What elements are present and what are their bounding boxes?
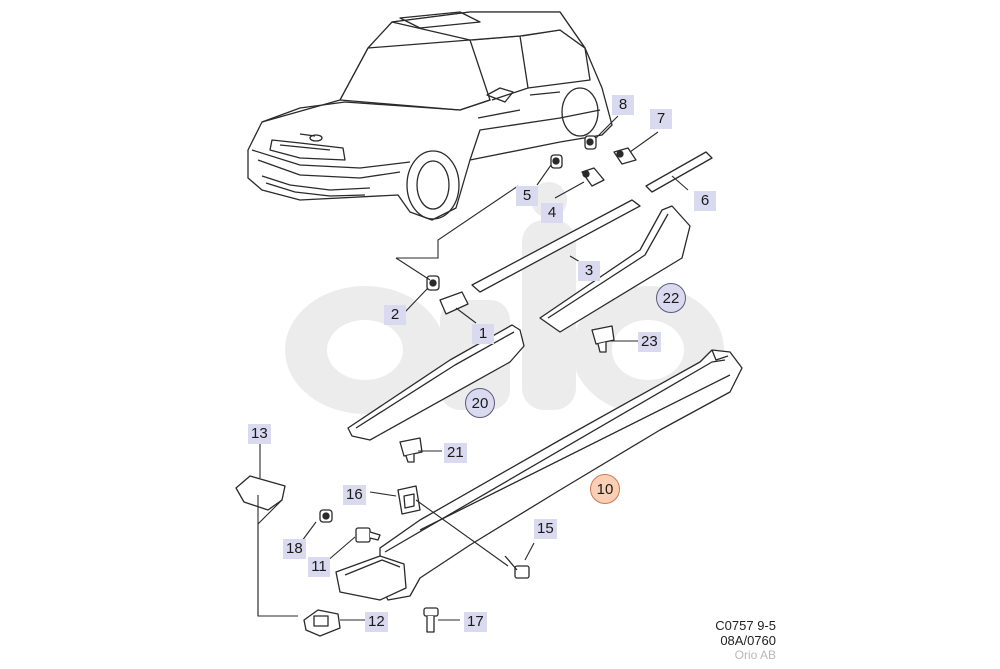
part-2-clip [426,275,440,291]
part-1-molding-end [439,291,469,315]
part-11-end-piece [335,555,407,601]
callout-2: 2 [384,305,406,325]
callout-22: 22 [656,283,686,313]
part-15-screw [504,555,530,579]
leader-lines [257,115,689,621]
callout-20: 20 [465,388,495,418]
callout-6: 6 [694,191,716,211]
callout-16: 16 [343,485,366,505]
part-8-clip [584,135,597,150]
car-outline [247,11,613,221]
part-22-scuff-plate [539,205,691,333]
callout-10: 10 [590,474,620,504]
part-10-rocker-panel [379,349,743,601]
callout-8: 8 [612,95,634,115]
callout-23: 23 [638,332,661,352]
callout-21: 21 [444,443,467,463]
part-17-fastener [423,607,439,633]
callout-11: 11 [308,557,330,577]
diagram-code: C0757 9-5 [715,618,776,633]
callout-3: 3 [578,261,600,281]
callout-5: 5 [516,186,538,206]
part-12-clip-nut [303,609,341,637]
part-3-molding [471,199,641,293]
callout-7: 7 [650,109,672,129]
part-20-scuff-plate [347,324,525,441]
part-4-clip [581,167,605,187]
callout-1: 1 [472,324,494,344]
part-16-clip [397,485,421,515]
part-18-nut [319,509,333,523]
part-23-fastener [591,325,615,353]
callout-4: 4 [541,203,563,223]
callout-13: 13 [248,424,271,444]
callout-15: 15 [534,519,557,539]
parts [235,135,743,637]
part-6-molding [645,151,713,193]
callout-17: 17 [464,612,487,632]
part-5-clip [550,154,563,169]
callout-18: 18 [283,539,306,559]
part-11-screw [355,527,381,543]
brand-label: Orio AB [734,648,776,662]
part-21-fastener [399,437,423,463]
diagram-date: 08A/0760 [720,633,776,648]
callout-12: 12 [365,612,388,632]
